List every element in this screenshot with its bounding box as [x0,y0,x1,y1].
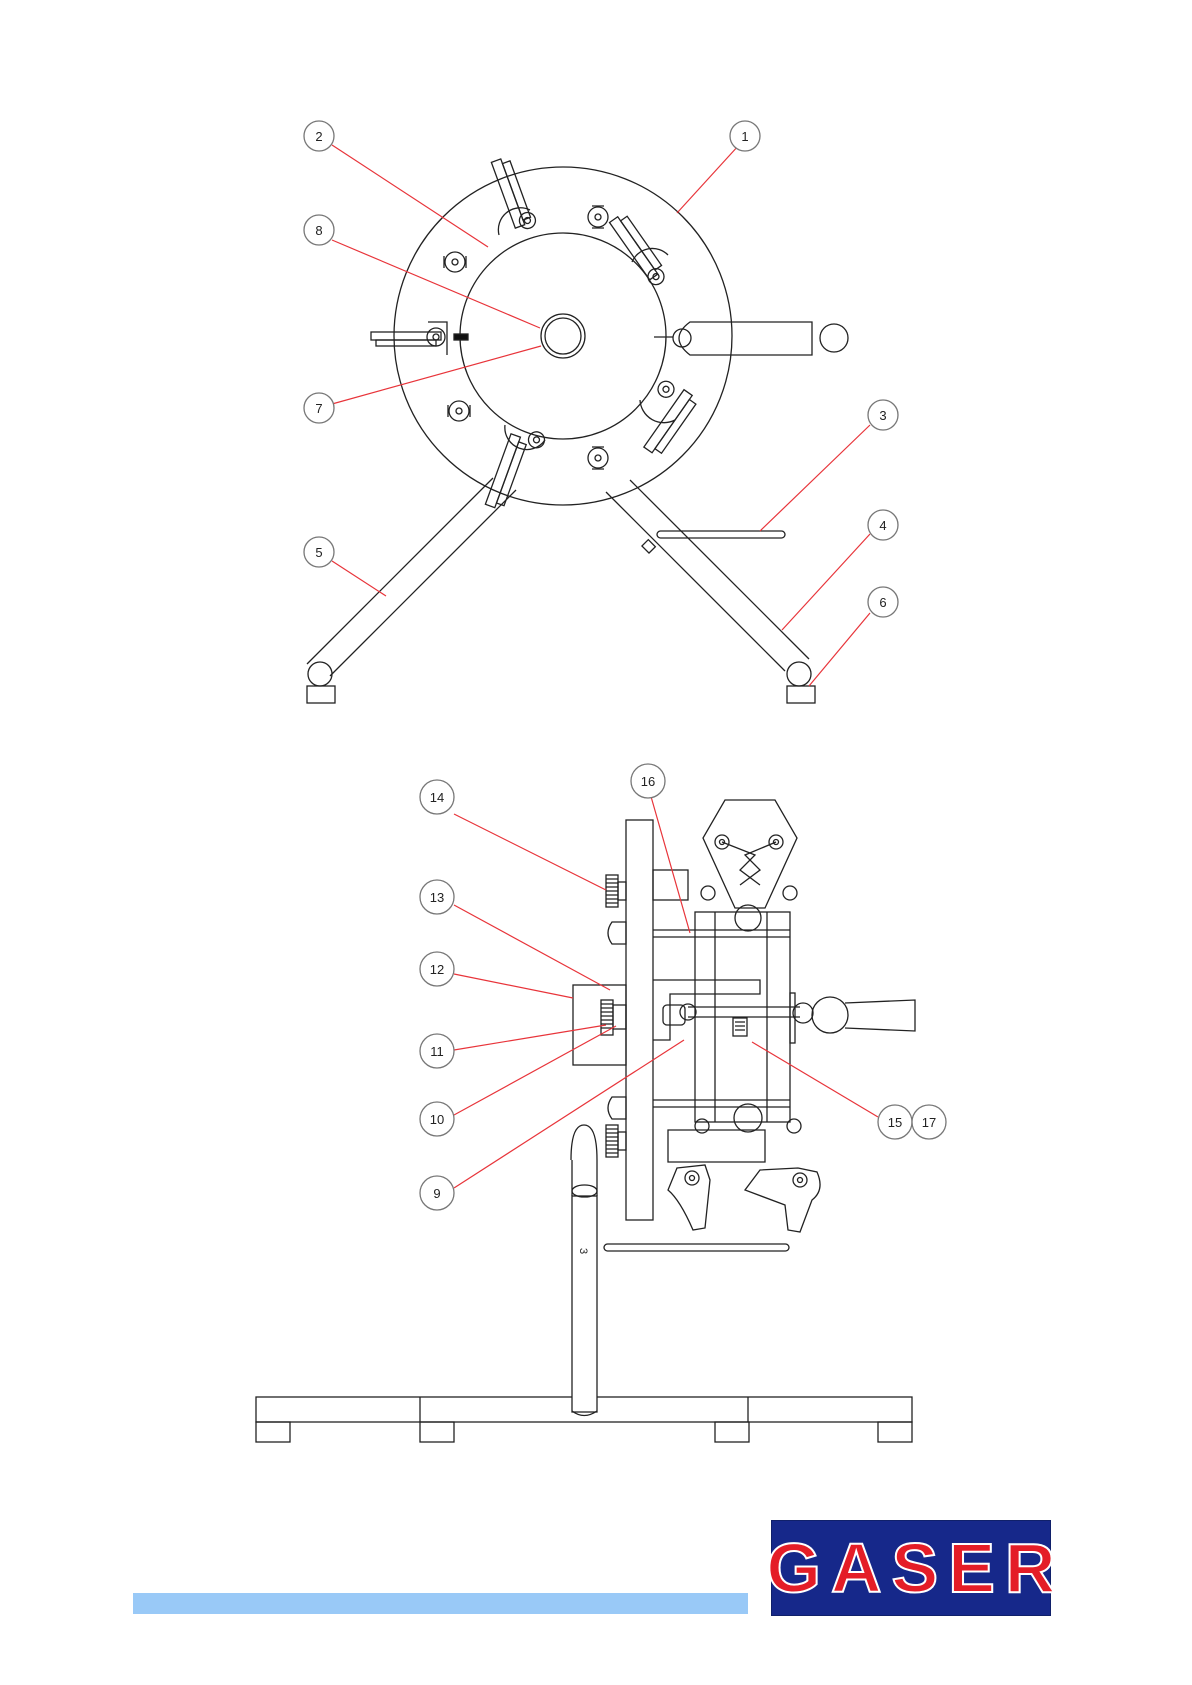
clamp-frame [653,870,800,1122]
leader-14 [454,814,606,890]
foot-rod [657,531,785,538]
side-view: 3 [256,800,915,1442]
foot-rod-side [604,1244,789,1251]
svg-text:9: 9 [433,1186,440,1201]
svg-text:6: 6 [879,595,886,610]
svg-text:17: 17 [922,1115,936,1130]
upper-jaw [701,800,797,931]
leader-1 [677,145,739,213]
callout-7: 7 [304,393,334,423]
lower-jaw [668,1104,820,1232]
leader-5 [332,561,386,596]
callout-10: 10 [420,1102,454,1136]
svg-text:4: 4 [879,518,886,533]
svg-text:1: 1 [741,129,748,144]
svg-text:8: 8 [315,223,322,238]
left-leg [307,478,516,703]
crank-handle [654,322,848,355]
inner-disk [460,233,666,439]
leader-13 [454,905,610,990]
svg-text:13: 13 [430,890,444,905]
knurled-knob [606,875,626,907]
clamp-arm [485,423,546,515]
callout-13: 13 [420,880,454,914]
leader-16 [650,793,690,933]
svg-text:5: 5 [315,545,322,560]
wing-knob [588,447,608,469]
leader-11 [454,1025,606,1050]
callout-12: 12 [420,952,454,986]
leader-12 [454,974,573,998]
svg-text:2: 2 [315,129,322,144]
callout-6: 6 [868,587,898,617]
callout-5: 5 [304,537,334,567]
leader-4 [782,534,870,630]
leader-15 [752,1042,878,1117]
technical-drawing: 3 [0,0,1192,1600]
side-crank-handle [793,997,915,1033]
svg-text:3: 3 [879,408,886,423]
callout-14: 14 [420,780,454,814]
callout-15: 15 [878,1105,912,1139]
right-leg [606,480,815,703]
svg-text:10: 10 [430,1112,444,1127]
wing-knob [448,401,470,421]
main-plate [626,820,653,1220]
svg-text:14: 14 [430,790,444,805]
gaser-logo: GASER [771,1520,1051,1616]
callout-11: 11 [420,1034,454,1068]
front-view [307,155,848,703]
footer-bar [133,1593,748,1614]
wing-knob [444,252,466,272]
leader-3 [760,425,870,531]
svg-text:16: 16 [641,774,655,789]
logo-text: GASER [757,1533,1066,1603]
svg-text:7: 7 [315,401,322,416]
leader-2 [332,145,488,247]
callout-1: 1 [730,121,760,151]
callout-17: 17 [912,1105,946,1139]
hub-assembly [573,985,626,1065]
leader-6 [809,613,870,686]
clamp-arm [491,155,537,235]
callout-9: 9 [420,1176,454,1210]
leader-10 [454,1026,616,1115]
svg-text:11: 11 [430,1044,444,1059]
callout-3: 3 [868,400,898,430]
svg-text:12: 12 [430,962,444,977]
clamp-arm [371,322,468,355]
callout-8: 8 [304,215,334,245]
callout-2: 2 [304,121,334,151]
post-marking: 3 [577,1248,589,1254]
svg-text:15: 15 [888,1115,902,1130]
callout-4: 4 [868,510,898,540]
callout-16: 16 [631,764,665,798]
wing-knob [588,206,608,228]
vertical-post: 3 [571,1125,597,1416]
knurled-knob [606,1125,626,1157]
